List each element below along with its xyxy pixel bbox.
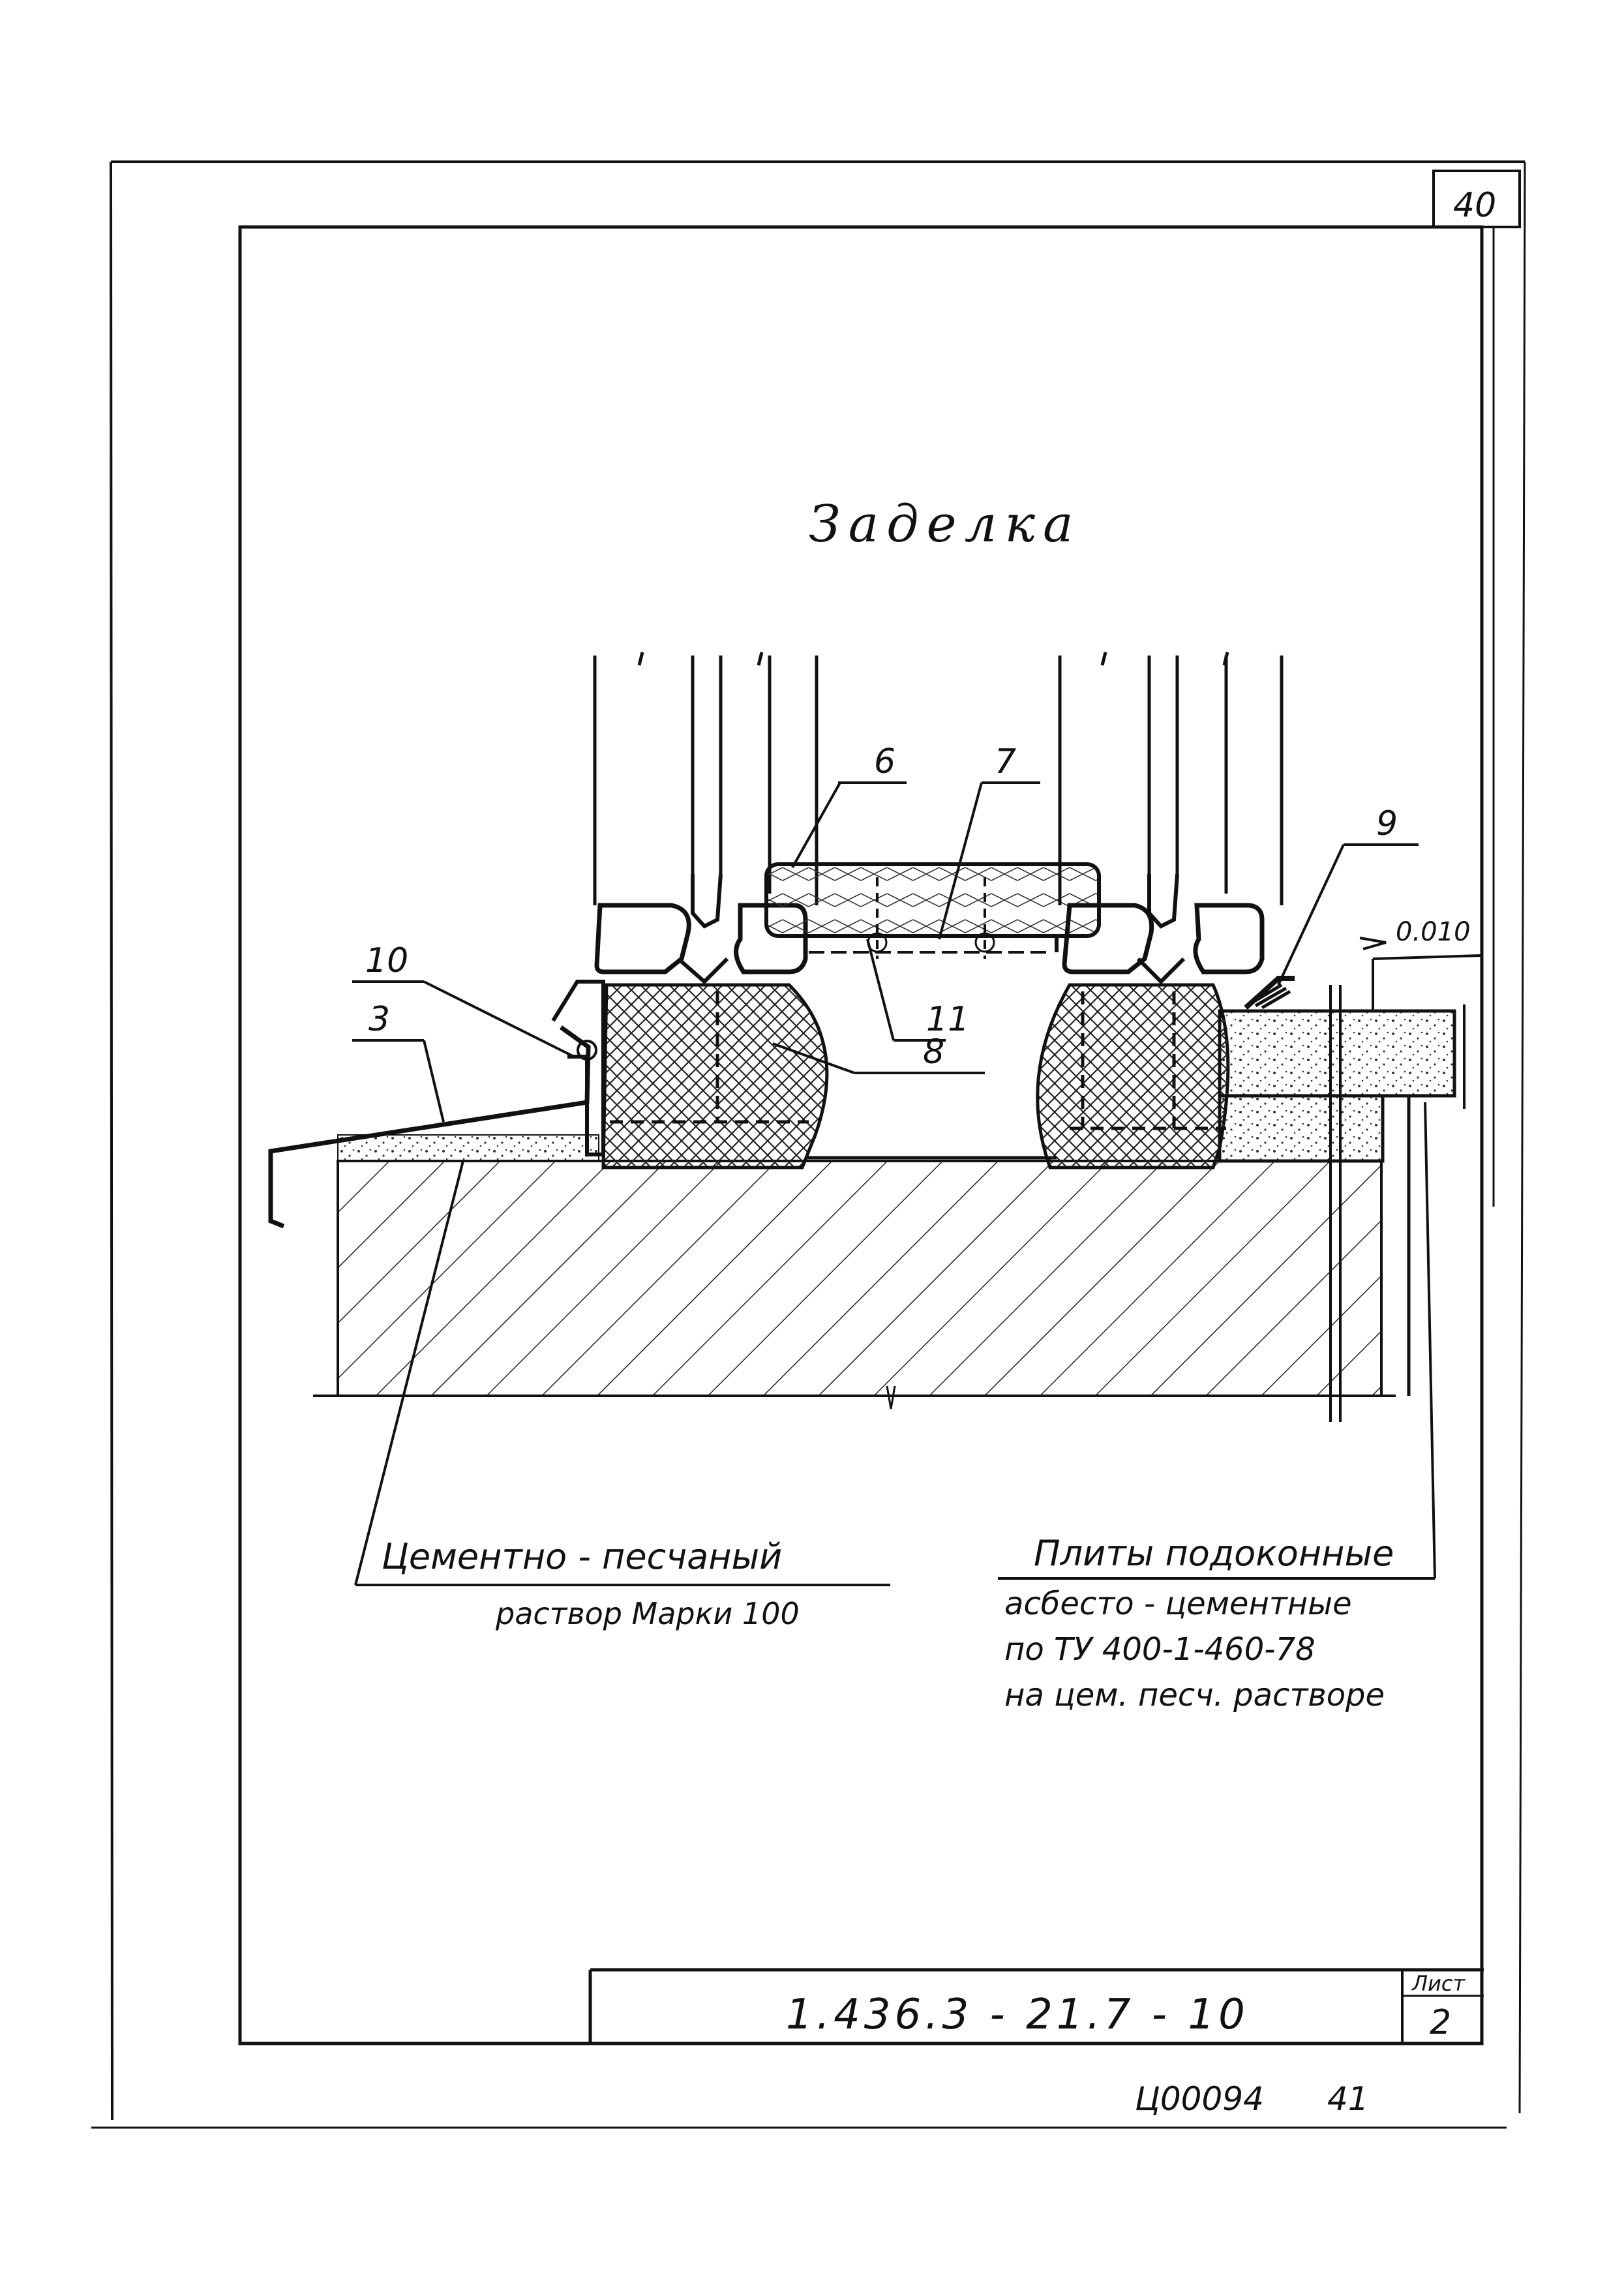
- sill-slab: [1218, 976, 1466, 1422]
- slab-note-line1: Плиты подоконные: [1034, 1533, 1394, 1574]
- callout-10: 10: [365, 941, 408, 980]
- corner-number: 40: [1453, 186, 1496, 225]
- base-block: [313, 1160, 1396, 1410]
- level-mark-text: 0.010: [1396, 917, 1471, 947]
- level-mark: 0.010: [1359, 917, 1481, 1011]
- fastener-10: [577, 1040, 597, 1061]
- drip-flashing: [268, 1025, 591, 1229]
- callout-9: 9: [1376, 804, 1398, 843]
- mortar-note-leader: [354, 1160, 890, 1586]
- left-frame-profile: [593, 652, 819, 985]
- footer-page: 41: [1327, 2080, 1369, 2118]
- central-connector: [764, 862, 1101, 1160]
- footer-code: Ц00094: [1135, 2080, 1264, 2118]
- slab-note-line3: по ТУ 400-1-460-78: [1004, 1631, 1316, 1668]
- left-seal: [601, 983, 829, 1169]
- mortar-note-line2: раствор Марки 100: [495, 1596, 800, 1631]
- slab-note-leader: [998, 1102, 1436, 1580]
- sheet-number: 2: [1430, 2003, 1451, 2042]
- sheet-frame: [91, 160, 1526, 2129]
- slab-note-line4: на цем. песч. растворе: [1004, 1677, 1385, 1713]
- corner-number-box: 40: [1432, 170, 1521, 228]
- mortar-note-line1: Цементно - песчаный: [382, 1536, 782, 1577]
- right-frame-profile: [1058, 652, 1284, 985]
- mortar-layer: [337, 1134, 599, 1162]
- drawing-title: Заделка: [809, 495, 1081, 554]
- right-seal: [1036, 983, 1230, 1169]
- sheet-label: Лист: [1411, 1971, 1466, 1996]
- callouts: [352, 781, 1419, 1123]
- callout-6: 6: [874, 742, 895, 781]
- title-block: [588, 1968, 1484, 2043]
- designation: 1.436.3 - 21.7 - 10: [786, 1991, 1249, 2039]
- bracket-10: [551, 980, 605, 1156]
- callout-11: 11: [926, 1000, 969, 1039]
- callout-3: 3: [368, 1000, 390, 1039]
- callout-8: 8: [923, 1033, 944, 1072]
- callout-7: 7: [995, 742, 1016, 781]
- slab-note-line2: асбесто - цементные: [1004, 1586, 1352, 1622]
